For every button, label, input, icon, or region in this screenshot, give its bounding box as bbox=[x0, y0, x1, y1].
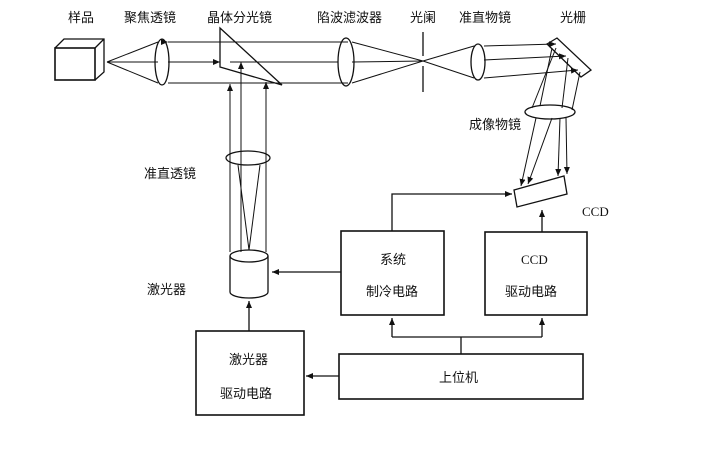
collimating-lens-label: 准直透镜 bbox=[144, 167, 196, 182]
collimating-lens bbox=[225, 150, 271, 166]
host-computer-box: 上位机 bbox=[338, 353, 584, 400]
cooling-circuit-line1: 系统 bbox=[380, 253, 406, 268]
laser-driver-box: 激光器 驱动电路 bbox=[195, 330, 305, 416]
host-computer-label: 上位机 bbox=[439, 371, 478, 386]
notch-filter-label: 陷波滤波器 bbox=[317, 11, 382, 26]
slit-label: 光阑 bbox=[410, 11, 436, 26]
beam-rays bbox=[106, 39, 581, 252]
sample-cube bbox=[54, 38, 105, 81]
crystal-beamsplitter-prism bbox=[219, 26, 283, 86]
cooling-circuit-line2: 制冷电路 bbox=[366, 284, 418, 300]
ccd-driver-line2: 驱动电路 bbox=[505, 284, 557, 300]
notch-filter-lens bbox=[337, 37, 355, 87]
focusing-lens-label: 聚焦透镜 bbox=[124, 11, 176, 26]
collimating-objective-label: 准直物镜 bbox=[459, 11, 511, 26]
ccd-driver-line1: CCD bbox=[521, 252, 548, 267]
sample-label: 样品 bbox=[68, 11, 94, 26]
imaging-objective-label: 成像物镜 bbox=[469, 118, 521, 133]
grating-element bbox=[545, 37, 593, 78]
laser-driver-line1: 激光器 bbox=[229, 353, 268, 368]
laser-cylinder bbox=[229, 249, 269, 299]
laser-label: 激光器 bbox=[147, 283, 186, 298]
ccd-label: CCD bbox=[582, 204, 609, 219]
crystal-beamsplitter-label: 晶体分光镜 bbox=[207, 11, 272, 26]
connection-arrows bbox=[246, 191, 545, 379]
laser-driver-line2: 驱动电路 bbox=[220, 386, 272, 402]
imaging-objective-lens bbox=[524, 104, 576, 120]
ccd-driver-box: CCD 驱动电路 bbox=[484, 231, 588, 316]
ccd-sensor bbox=[513, 175, 568, 208]
grating-label: 光栅 bbox=[560, 11, 586, 26]
collimating-objective-lens bbox=[470, 43, 486, 81]
cooling-circuit-box: 系统 制冷电路 bbox=[340, 230, 445, 316]
